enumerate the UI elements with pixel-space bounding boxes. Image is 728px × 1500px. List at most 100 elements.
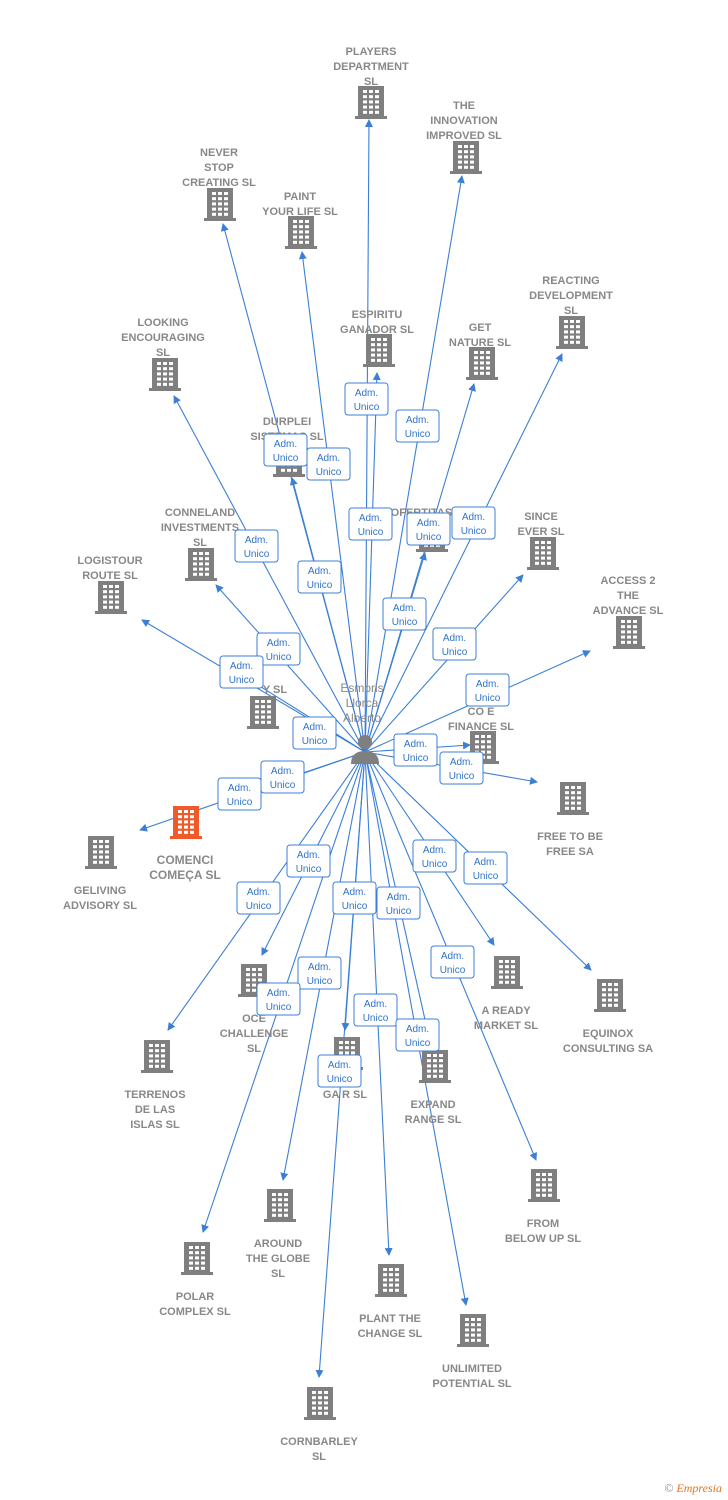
building-icon[interactable] (613, 616, 645, 649)
building-icon[interactable] (185, 548, 217, 581)
role-badge[interactable]: Adm.Unico (306, 447, 351, 481)
role-badge-line: Unico (302, 736, 328, 747)
company-label-line: CREATING SL (182, 177, 256, 189)
building-icon[interactable] (527, 537, 559, 570)
role-badge[interactable]: Adm.Unico (217, 777, 262, 811)
role-badge-line: Unico (442, 647, 468, 658)
role-badge-text: Adm.Unico (266, 988, 292, 1013)
building-icon[interactable] (355, 86, 387, 119)
building-icon[interactable] (149, 358, 181, 391)
company-label-line: COMEÇA SL (149, 868, 221, 882)
role-badge[interactable]: Adm.Unico (344, 382, 389, 416)
role-badge[interactable]: Adm.Unico (317, 1054, 362, 1088)
building-icon[interactable] (491, 956, 523, 989)
building-icon[interactable] (95, 581, 127, 614)
role-badge[interactable]: Adm.Unico (286, 844, 331, 878)
role-badge-line: Adm. (355, 388, 378, 399)
building-icon[interactable] (528, 1169, 560, 1202)
role-badge[interactable]: Adm.Unico (382, 597, 427, 631)
role-badge[interactable]: Adm.Unico (412, 839, 457, 873)
role-badge[interactable]: Adm.Unico (234, 529, 279, 563)
building-icon[interactable] (304, 1387, 336, 1420)
edge-players (364, 119, 373, 753)
building-icon[interactable] (419, 1050, 451, 1083)
role-badge[interactable]: Adm.Unico (256, 632, 301, 666)
building-icon[interactable] (594, 979, 626, 1012)
role-badge-line: Unico (461, 526, 487, 537)
building-icon[interactable] (375, 1264, 407, 1297)
role-badge[interactable]: Adm.Unico (451, 506, 496, 540)
building-icon[interactable] (557, 782, 589, 815)
role-badge[interactable]: Adm.Unico (332, 881, 377, 915)
building-icon[interactable] (363, 334, 395, 367)
role-badge-line: Unico (266, 652, 292, 663)
building-icon[interactable] (141, 1040, 173, 1073)
role-badge[interactable]: Adm.Unico (297, 956, 342, 990)
person-icon[interactable] (351, 735, 379, 764)
building-icon[interactable] (247, 696, 279, 729)
role-badge[interactable]: Adm.Unico (292, 716, 337, 750)
role-badge[interactable]: Adm.Unico (395, 409, 440, 443)
building-icon[interactable] (285, 216, 317, 249)
role-badge[interactable]: Adm.Unico (406, 512, 451, 546)
role-badge[interactable]: Adm.Unico (256, 982, 301, 1016)
role-badge-line: Unico (475, 693, 501, 704)
role-badge-text: Adm.Unico (229, 661, 255, 686)
role-badge[interactable]: Adm.Unico (376, 886, 421, 920)
role-badge[interactable]: Adm.Unico (353, 993, 398, 1027)
building-icon[interactable] (181, 1242, 213, 1275)
role-badge[interactable]: Adm.Unico (263, 433, 308, 467)
role-badge[interactable]: Adm.Unico (219, 655, 264, 689)
role-badge[interactable]: Adm.Unico (465, 673, 510, 707)
role-badge[interactable]: Adm.Unico (393, 733, 438, 767)
role-badge[interactable]: Adm.Unico (236, 881, 281, 915)
role-badge[interactable]: Adm.Unico (463, 851, 508, 885)
role-badge[interactable]: Adm.Unico (348, 507, 393, 541)
building-icon[interactable] (450, 141, 482, 174)
role-badge[interactable]: Adm.Unico (430, 945, 475, 979)
building-icon[interactable] (264, 1189, 296, 1222)
building-icon[interactable] (466, 347, 498, 380)
building-icon[interactable] (204, 188, 236, 221)
building-icon[interactable] (85, 836, 117, 869)
building-icon[interactable] (170, 806, 202, 839)
building-icon[interactable] (556, 316, 588, 349)
brand-name[interactable]: Empresia (676, 1481, 722, 1495)
role-badge[interactable]: Adm.Unico (395, 1018, 440, 1052)
role-badge[interactable]: Adm.Unico (439, 751, 484, 785)
role-badge[interactable]: Adm.Unico (260, 760, 305, 794)
role-badge[interactable]: Adm.Unico (432, 627, 477, 661)
building-icon[interactable] (457, 1314, 489, 1347)
role-badge[interactable]: Adm.Unico (297, 560, 342, 594)
company-node-hiddenx[interactable]: Y SL (247, 684, 287, 729)
